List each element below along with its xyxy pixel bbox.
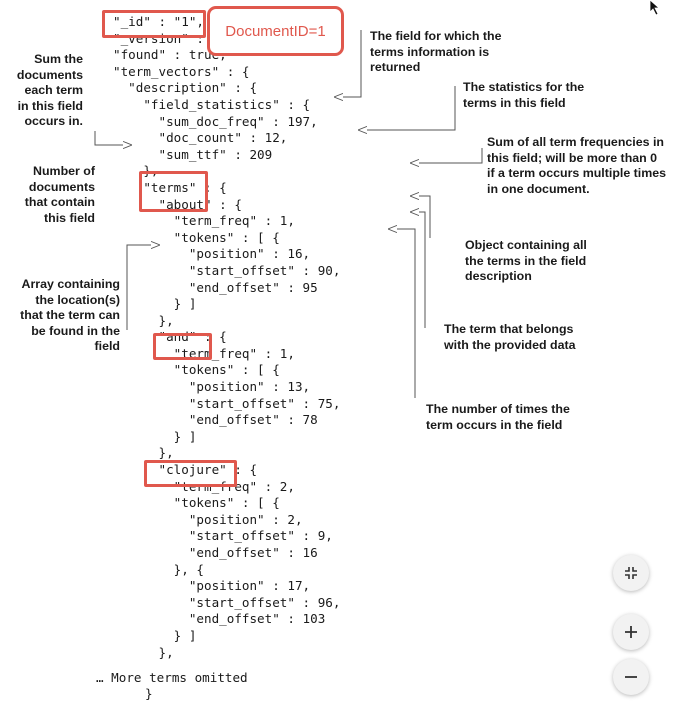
code-line: "sum_ttf" : 209 [113, 146, 273, 162]
annotation-field-for-terms: The field for which the terms informatio… [370, 29, 502, 75]
leader-field-for-terms [334, 30, 362, 97]
leader-field-statistics [358, 86, 456, 130]
more-terms-omitted: … More terms omitted [96, 670, 248, 685]
cursor-arrow-icon [649, 0, 661, 16]
leader-sum-doc-freq [94, 131, 132, 145]
annotation-term-belongs: The term that belongs with the provided … [444, 322, 576, 352]
code-line: } ] [113, 296, 197, 312]
annotation-tokens: Array containing the location(s) that th… [20, 277, 120, 354]
code-line: "doc_count" : 12, [113, 130, 288, 146]
code-line: "end_offset" : 78 [113, 412, 318, 428]
json-response: "_id" : "1","_version" : 2,"found" : tru… [113, 14, 340, 661]
collapse-icon [625, 567, 637, 579]
leader-sum-ttf [410, 148, 483, 163]
code-line: "tokens" : [ { [113, 362, 280, 378]
leader-terms-object [410, 196, 431, 238]
code-line: "end_offset" : 95 [113, 279, 318, 295]
code-line: }, [113, 312, 174, 328]
code-line: "position" : 13, [113, 379, 311, 395]
code-line: } ] [113, 627, 197, 643]
document-id-callout: DocumentID=1 [207, 6, 344, 56]
code-line: "end_offset" : 16 [113, 545, 318, 560]
code-line: }, [113, 644, 174, 660]
zoom-out-button[interactable] [613, 659, 649, 695]
annotation-sum-doc-freq: Sum the documents each term in this fiel… [16, 52, 83, 129]
zoom-in-button[interactable] [613, 614, 649, 650]
annotation-terms-object: Object containing all the terms in the f… [465, 238, 587, 284]
and-highlight [153, 333, 212, 360]
code-line: "clojure" : { [113, 462, 258, 478]
code-line: "position" : 2, [113, 511, 303, 527]
code-line: "sum_doc_freq" : 197, [113, 113, 318, 129]
code-line: "term_vectors" : { [113, 63, 250, 79]
zoom-in-icon [625, 626, 637, 638]
leader-tokens [126, 245, 160, 330]
code-line: "and" : { [113, 329, 227, 345]
code-line: } ] [113, 428, 197, 444]
id-highlight [102, 10, 206, 38]
code-line: "position" : 16, [113, 246, 311, 262]
terms-highlight [139, 171, 208, 212]
code-line: "start_offset" : 75, [113, 395, 341, 411]
zoom-out-icon [625, 676, 637, 678]
code-line: }, { [113, 561, 204, 577]
code-line: "field_statistics" : { [113, 96, 311, 112]
annotation-doc-count: Number of documents that contain this fi… [24, 164, 95, 225]
code-line: "end_offset" : 103 [113, 611, 326, 627]
code-line: "tokens" : [ { [113, 229, 280, 245]
code-line: "_id" : "1", [113, 14, 204, 29]
closing-brace: } [145, 686, 153, 701]
leader-term-belongs [410, 212, 426, 328]
clojure-highlight [144, 460, 237, 487]
code-line: "description" : { [113, 80, 258, 96]
code-line: "start_offset" : 9, [113, 528, 333, 544]
code-line: "start_offset" : 96, [113, 594, 341, 610]
code-line: "term_freq" : 1, [113, 213, 295, 229]
annotation-term-freq: The number of times the term occurs in t… [426, 402, 570, 432]
annotation-sum-ttf: Sum of all term frequencies in this fiel… [487, 135, 667, 196]
leader-term-freq [388, 229, 416, 398]
code-line: }, [113, 445, 174, 461]
collapse-button[interactable] [613, 555, 649, 591]
code-line: "term_freq" : 1, [113, 345, 295, 361]
code-line: "about" : { [113, 196, 242, 212]
code-line: }, [113, 163, 159, 179]
annotation-field-statistics: The statistics for the terms in this fie… [463, 80, 585, 110]
code-line: "position" : 17, [113, 578, 311, 594]
code-line: "tokens" : [ { [113, 495, 280, 511]
code-line: "start_offset" : 90, [113, 262, 341, 278]
